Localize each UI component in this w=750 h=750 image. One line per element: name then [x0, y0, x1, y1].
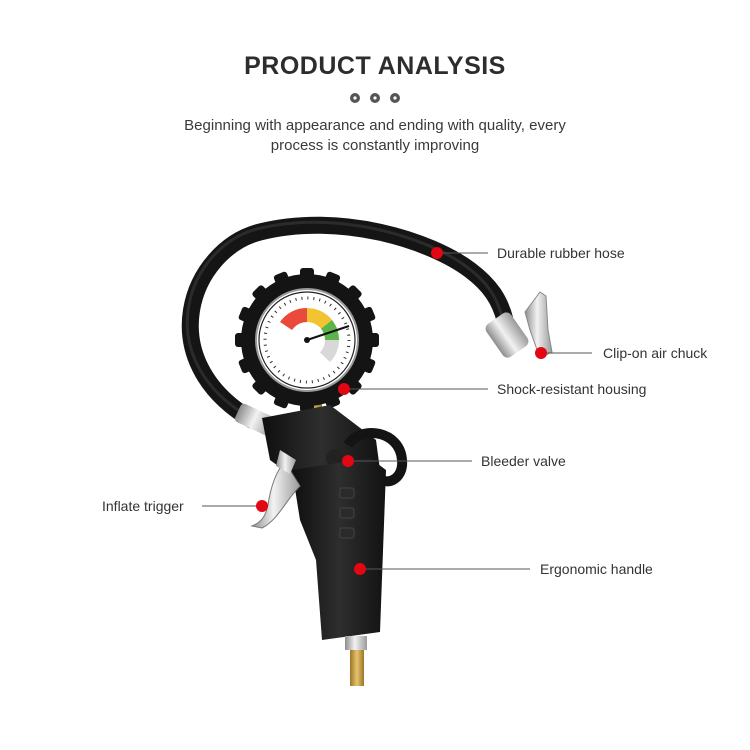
callout-ergonomic-handle: Ergonomic handle	[540, 561, 653, 577]
callout-durable-rubber-hose: Durable rubber hose	[497, 245, 625, 261]
callout-shock-resistant-housing: Shock-resistant housing	[497, 381, 647, 397]
subtitle-line-2: process is constantly improving	[270, 137, 480, 154]
marker-chuck	[535, 347, 547, 359]
marker-trigger	[256, 500, 268, 512]
callout-bleeder-valve: Bleeder valve	[481, 453, 566, 469]
marker-handle	[354, 563, 366, 575]
callout-clip-on-air-chuck: Clip-on air chuck	[603, 345, 708, 361]
gauge-housing	[235, 268, 379, 412]
three-gear-dots-icon	[350, 93, 400, 103]
air-chuck	[485, 291, 553, 359]
subtitle-line-1: Beginning with appearance and ending wit…	[184, 117, 566, 134]
page-title: PRODUCT ANALYSIS	[244, 52, 506, 80]
marker-housing	[338, 383, 350, 395]
page-subtitle: Beginning with appearance and ending wit…	[0, 116, 750, 156]
marker-bleeder	[342, 455, 354, 467]
marker-hose	[431, 247, 443, 259]
inflate-trigger	[250, 461, 301, 529]
callout-inflate-trigger: Inflate trigger	[102, 498, 184, 514]
gun-body	[262, 405, 408, 686]
